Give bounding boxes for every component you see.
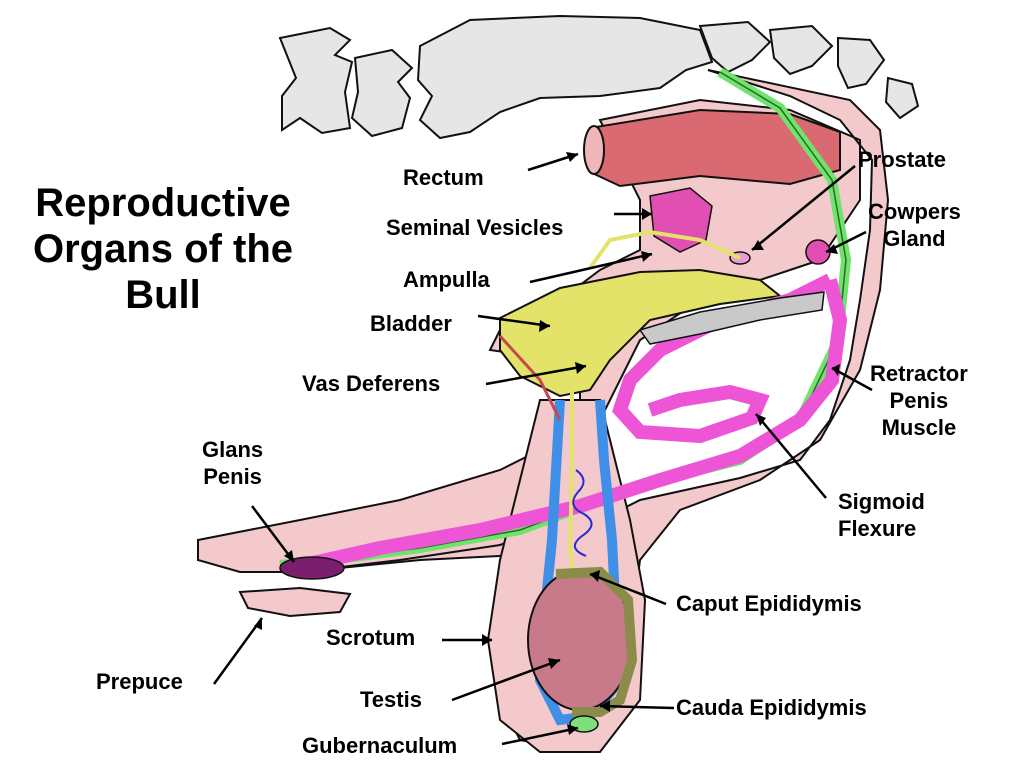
- label-bladder: Bladder: [370, 311, 452, 336]
- label-prostate: Prostate: [858, 147, 947, 172]
- label-scrotum: Scrotum: [326, 625, 416, 650]
- label-vas-deferens: Vas Deferens: [302, 371, 441, 396]
- label-cauda-epididymis: Cauda Epididymis: [676, 695, 867, 720]
- rectum-shape: [589, 108, 841, 188]
- vas-deferens-yellow: [567, 229, 741, 581]
- arrow-heads: [254, 152, 840, 735]
- rectum-opening: [583, 125, 605, 175]
- label-cowpers-gland: Cowpers Gland: [868, 199, 961, 251]
- label-gubernaculum: Gubernaculum: [302, 733, 458, 758]
- prepuce-shape: [238, 586, 352, 618]
- label-retractor-penis-muscle: Retractor Penis Muscle: [870, 361, 968, 440]
- title-line: Bull: [125, 273, 201, 317]
- label-testis: Testis: [360, 687, 422, 712]
- title-line: Organs of the: [32, 227, 294, 271]
- epididymis-shape: [555, 566, 638, 717]
- label-caput-epididymis: Caput Epididymis: [676, 591, 862, 616]
- label-seminal-vesicles: Seminal Vesicles: [386, 215, 564, 240]
- bladder-shape: [499, 268, 783, 398]
- glans-penis-shape: [279, 556, 345, 580]
- label-glans-penis: Glans Penis: [202, 437, 264, 489]
- pampiniform-plexus: [572, 469, 593, 557]
- label-prepuce: Prepuce: [96, 669, 183, 694]
- label-sigmoid-flexure: Sigmoid Flexure: [838, 489, 925, 541]
- vertebrae: [278, 14, 920, 140]
- pelvic-urethra: [638, 291, 825, 345]
- diagram-title: Reproductive Organs of the Bull: [8, 180, 318, 318]
- label-rectum: Rectum: [403, 165, 484, 190]
- label-ampulla: Ampulla: [403, 267, 490, 292]
- title-line: Reproductive: [35, 181, 291, 225]
